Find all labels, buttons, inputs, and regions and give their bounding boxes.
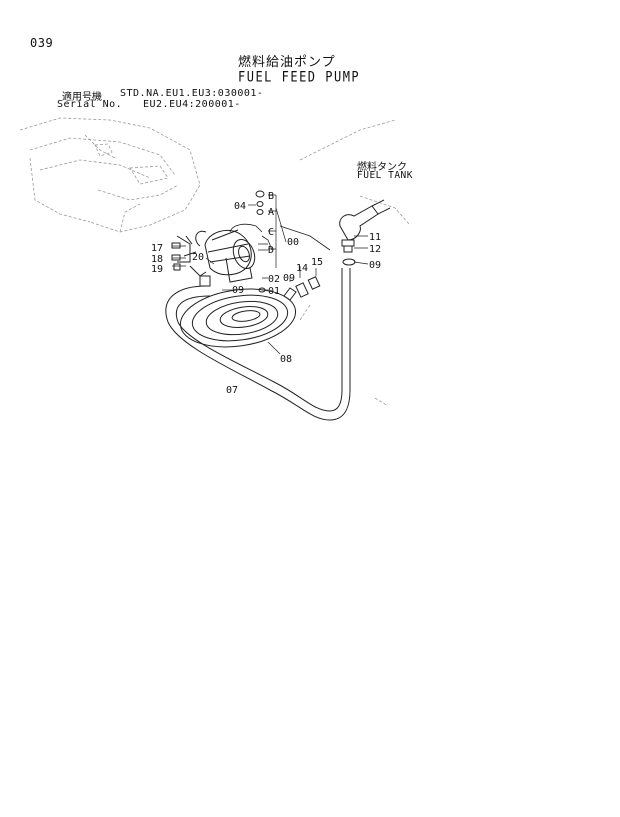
callout-02: 02 — [268, 274, 280, 285]
washers — [255, 190, 266, 293]
callout-01: 01 — [268, 286, 280, 297]
serial-label-japanese: 適用号機 — [62, 92, 102, 103]
fuel-pump — [183, 229, 256, 283]
fuel-tank-label-japanese: 燃料タンク — [357, 162, 407, 173]
title-japanese: 燃料給油ポンプ — [238, 55, 336, 70]
outlet-fittings — [283, 276, 321, 301]
callout-00: 00 — [287, 237, 299, 248]
callout-18: 18 — [151, 254, 163, 265]
serial-range-1: STD.NA.EU1.EU3:030001- — [120, 88, 264, 99]
title-english: FUEL FEED PUMP — [238, 69, 361, 86]
callout-14: 14 — [296, 263, 308, 274]
callout-17: 17 — [151, 243, 163, 254]
serial-range-2: EU2.EU4:200001- — [143, 99, 241, 110]
tank-outline — [299, 119, 411, 407]
callout-07: 07 — [226, 385, 238, 396]
callout-04: 04 — [234, 201, 246, 212]
callout-15: 15 — [311, 257, 323, 268]
page-number: 039 — [30, 36, 54, 50]
callout-08: 08 — [280, 354, 292, 365]
callout-19: 19 — [151, 264, 163, 275]
callout-c: C — [268, 227, 274, 238]
callout-d: D — [268, 245, 274, 256]
tank-fitting — [339, 199, 391, 266]
callout-b: B — [268, 191, 274, 202]
wiring — [229, 223, 331, 251]
callout-09-outlet: 09 — [283, 273, 295, 284]
machine-outline — [19, 117, 201, 233]
callout-20: 20 — [192, 252, 204, 263]
leader-lines — [172, 194, 369, 355]
callout-09-tank: 09 — [369, 260, 381, 271]
callout-12: 12 — [369, 244, 381, 255]
callout-11: 11 — [369, 232, 381, 243]
serial-label-english: Serial No. — [57, 99, 123, 110]
callout-a: A — [268, 207, 274, 218]
bracket-parts — [171, 235, 211, 287]
fuel-tank-label-english: FUEL TANK — [357, 170, 413, 181]
callout-09-pump: 09 — [232, 285, 244, 296]
hose-loop — [165, 268, 351, 421]
